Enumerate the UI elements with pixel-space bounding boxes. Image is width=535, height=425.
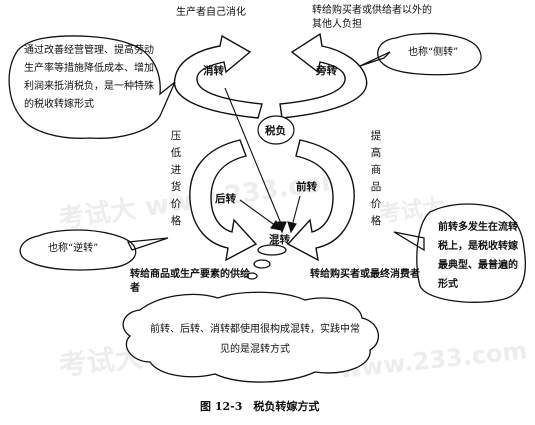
forward-label: 前转	[296, 181, 317, 193]
mixed-note-cloud	[122, 244, 380, 383]
mixed-note: 前转、后转、消转都使用很构成混转，实践中常见的是混转方式	[150, 324, 360, 355]
tax-burden-label: 税负	[265, 125, 286, 137]
absorb-swirl	[173, 34, 263, 119]
mixed-label: 混转	[269, 234, 290, 246]
absorb-label: 消转	[203, 65, 224, 77]
backward-swirl	[189, 139, 258, 262]
absorb-note-cloud	[8, 35, 176, 139]
forward-method-label: 提高商品价格	[370, 130, 382, 227]
mixed-arrows	[224, 87, 301, 234]
backward-method-label: 压低进货价格	[170, 130, 182, 227]
absorb-note: 通过改善经营管理、提高劳动生产率等措施降低成本、增加利润来抵消税负，是一种特殊的…	[24, 45, 154, 110]
side-note-cloud	[359, 32, 482, 76]
to-buyer-label: 转给购买者或最终消费者	[310, 269, 420, 280]
backward-note-cloud	[19, 229, 169, 271]
backward-note: 也称“逆转”	[48, 243, 99, 254]
figure-caption: 图 12-3 税负转嫁方式	[200, 400, 320, 413]
side-note: 也称“侧转”	[408, 47, 459, 58]
tax-oval	[257, 115, 295, 145]
producer-absorbs-label: 生产者自己消化	[176, 7, 246, 18]
forward-swirl	[286, 139, 355, 262]
to-supplier-label: 转给商品或生产要素的供给者	[130, 269, 250, 294]
side-label: 旁转	[316, 65, 337, 77]
forward-note: 前转多发生在流转税上，是税收转嫁最典型、最普遍的形式	[438, 222, 518, 290]
side-swirl	[279, 32, 368, 119]
forward-note-cloud	[393, 203, 526, 303]
other-bears-label: 转给购买者或供给者以外的其他人负担	[312, 5, 432, 30]
backward-label: 后转	[215, 193, 236, 205]
